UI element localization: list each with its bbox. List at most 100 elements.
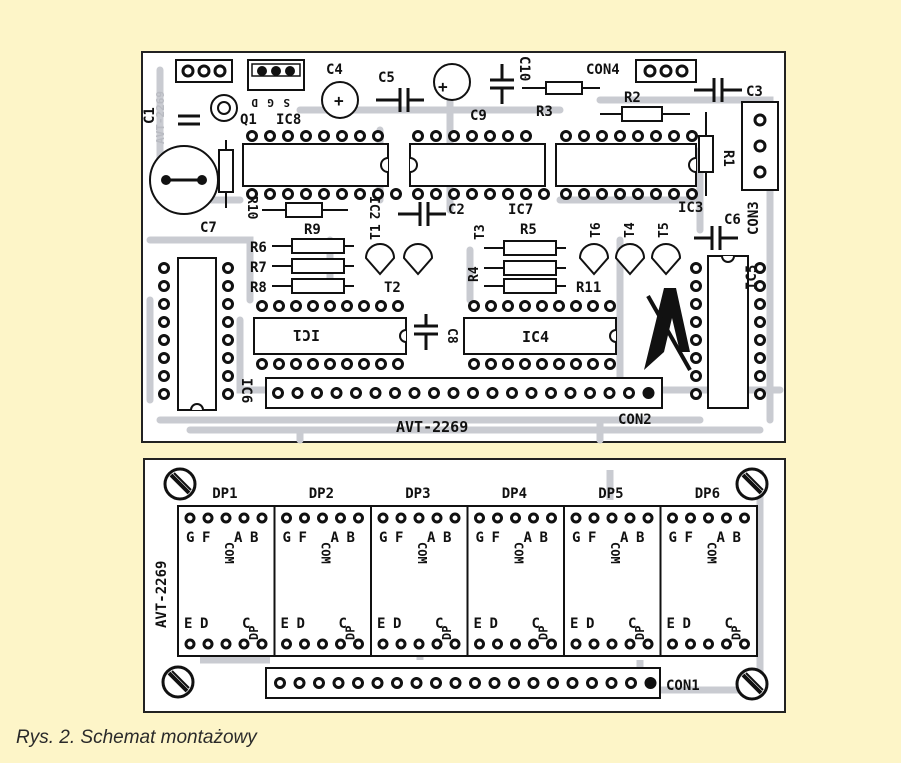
pin-pad bbox=[273, 358, 285, 370]
display-pin bbox=[642, 638, 654, 650]
display-pin bbox=[606, 512, 618, 524]
display-pin bbox=[685, 512, 696, 524]
con1-pin bbox=[313, 677, 325, 689]
pin-pad bbox=[614, 130, 626, 142]
pin-pad bbox=[690, 280, 702, 292]
pin-pad bbox=[222, 298, 234, 310]
svg-text:+: + bbox=[438, 77, 448, 96]
display-pin bbox=[256, 512, 268, 524]
pin-pad bbox=[341, 358, 353, 370]
pin-label: A bbox=[427, 530, 436, 546]
pin-pad bbox=[570, 300, 582, 312]
r1-label: R1 bbox=[720, 150, 736, 167]
pin-label: F bbox=[588, 530, 596, 546]
t3-label: T3 bbox=[473, 224, 488, 240]
pin-pad bbox=[754, 298, 766, 310]
pin-label: F bbox=[299, 530, 307, 546]
pin-label-com: COM bbox=[415, 542, 429, 564]
pin-label: E bbox=[474, 616, 482, 632]
pin-pad bbox=[578, 130, 590, 142]
c4-label: C4 bbox=[326, 62, 343, 78]
pin-label: E bbox=[184, 616, 192, 632]
c9-capacitor: + bbox=[433, 63, 471, 101]
display-pin bbox=[184, 638, 196, 650]
con2-pin bbox=[291, 387, 304, 399]
con1-pin bbox=[488, 677, 501, 689]
pin-label: C bbox=[242, 616, 250, 632]
mounting-holes bbox=[161, 467, 769, 701]
con1-pin bbox=[449, 677, 462, 689]
pin-pad bbox=[448, 130, 460, 142]
con1-pin bbox=[547, 677, 559, 689]
con1-pin bbox=[352, 677, 364, 689]
figure-caption: Rys. 2. Schemat montażowy bbox=[16, 727, 257, 748]
con2-pin bbox=[564, 387, 577, 399]
ic1-label: IC1 bbox=[293, 326, 320, 344]
pin-label: C bbox=[628, 616, 636, 632]
display-pin bbox=[353, 512, 364, 524]
pin-pad bbox=[222, 316, 234, 328]
pin-label: D bbox=[200, 616, 208, 632]
display-pin bbox=[184, 512, 196, 524]
con2-pin bbox=[545, 387, 557, 399]
display-pin bbox=[546, 638, 557, 650]
pin-pad bbox=[553, 358, 565, 370]
pin-label: D bbox=[393, 616, 401, 632]
pin-label-com: COM bbox=[319, 542, 333, 564]
c7-capacitor bbox=[149, 145, 219, 215]
pin-label: F bbox=[202, 530, 210, 546]
r5-resistors bbox=[484, 240, 566, 294]
pin-label: E bbox=[377, 616, 385, 632]
c1-capacitor bbox=[178, 114, 200, 126]
avt-logo bbox=[644, 288, 692, 371]
pin-pad bbox=[222, 370, 234, 382]
top-board-label: AVT-2269 bbox=[396, 418, 468, 436]
pin-pad bbox=[690, 316, 702, 328]
con1-pin bbox=[527, 677, 540, 689]
con2-pins bbox=[272, 387, 655, 399]
con2-header bbox=[265, 377, 663, 409]
pin-pad bbox=[341, 300, 353, 312]
display-label: DP2 bbox=[309, 486, 334, 502]
t4-label: T4 bbox=[623, 222, 638, 238]
r7-label: R7 bbox=[250, 260, 267, 276]
pin-pad bbox=[604, 358, 616, 370]
con2-pin bbox=[486, 387, 499, 399]
con1-pin bbox=[644, 677, 657, 689]
pin-label-com: COM bbox=[608, 542, 622, 564]
pin-pad bbox=[222, 280, 234, 292]
r10-label: R10 bbox=[244, 196, 259, 220]
display-pin bbox=[528, 638, 539, 650]
r9-label: R9 bbox=[304, 222, 321, 238]
top-left-transistor bbox=[210, 94, 238, 122]
pin-pad bbox=[375, 358, 387, 370]
pin-label: E bbox=[667, 616, 675, 632]
pin-pad bbox=[358, 300, 370, 312]
display-pin bbox=[238, 638, 250, 650]
con1-pins bbox=[274, 677, 657, 689]
display-pin bbox=[510, 512, 521, 524]
display-pin bbox=[431, 638, 443, 650]
pin-pad bbox=[256, 358, 268, 370]
pin-pad bbox=[466, 188, 478, 200]
pin-label: D bbox=[586, 616, 594, 632]
con1-pin bbox=[371, 677, 384, 689]
pin-pad bbox=[484, 188, 496, 200]
con2-pin bbox=[408, 387, 421, 399]
display-pin bbox=[449, 512, 461, 524]
pin-label: F bbox=[685, 530, 693, 546]
con1-pin bbox=[293, 677, 306, 689]
pin-pad bbox=[502, 130, 514, 142]
con2-pin bbox=[642, 387, 655, 399]
pin-pad bbox=[668, 130, 680, 142]
pin-pad bbox=[282, 188, 294, 200]
display-pin bbox=[624, 638, 636, 650]
pin-label: B bbox=[540, 530, 548, 546]
display-pin bbox=[721, 638, 732, 650]
display-pin bbox=[606, 638, 618, 650]
display-pin bbox=[667, 638, 678, 650]
t4-t5-t6-transistors bbox=[578, 243, 682, 276]
pin-pad bbox=[307, 300, 319, 312]
pin-label: B bbox=[636, 530, 644, 546]
